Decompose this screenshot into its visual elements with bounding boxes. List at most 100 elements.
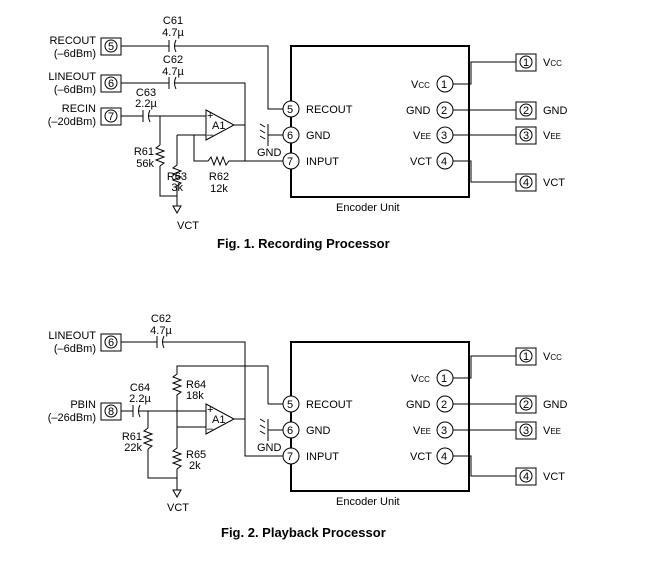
svg-text:4.7µ: 4.7µ	[150, 325, 172, 337]
fig1-encoder-unit-box	[290, 45, 470, 198]
svg-text:VCT: VCT	[543, 177, 565, 189]
fig2-wire-vcc	[453, 355, 516, 379]
svg-text:2.2µ: 2.2µ	[135, 98, 157, 110]
svg-text:INPUT: INPUT	[306, 451, 339, 463]
fig1-resistor-r61: R61 56k	[134, 116, 177, 197]
fig1-terminal-gnd: 2 GND	[515, 101, 568, 120]
fig1-capacitor-c63: C63 2.2µ	[121, 87, 206, 123]
svg-text:18k: 18k	[186, 390, 204, 402]
svg-text:(–6dBm): (–6dBm)	[54, 84, 96, 96]
svg-text:2k: 2k	[189, 460, 201, 472]
fig2-playback-processor: Encoder Unit 5 RECOUT 6 GND 7 INPUT 1 VC…	[48, 313, 568, 540]
fig1-caption: Fig. 1. Recording Processor	[217, 236, 390, 251]
fig1-encoder-pin-6: 6 GND	[282, 126, 331, 144]
svg-text:2: 2	[441, 105, 447, 117]
svg-text:2: 2	[441, 399, 447, 411]
fig1-vct-symbol: VCT	[172, 205, 199, 232]
svg-text:7: 7	[287, 451, 293, 463]
svg-text:RECOUT: RECOUT	[50, 35, 97, 47]
fig1-input-lineout: LINEOUT (–6dBm) 6	[48, 71, 122, 96]
svg-text:GND: GND	[257, 442, 282, 454]
fig2-gnd-symbol: GND	[257, 418, 283, 454]
svg-text:VCT: VCT	[410, 451, 432, 463]
fig1-input-recin: RECIN (–20dBm) 7	[48, 103, 122, 128]
fig1-pin-label-vcc: VCC	[411, 79, 430, 91]
svg-text:1: 1	[523, 57, 529, 69]
fig2-terminal-vcc: 1 VCC	[515, 347, 562, 366]
fig2-encoder-pin-2: 2 GND	[406, 395, 454, 413]
svg-text:5: 5	[287, 104, 293, 116]
fig2-encoder-pin-5: 5 RECOUT	[282, 395, 353, 413]
fig2-terminal-vct: 4 VCT	[515, 467, 565, 486]
fig1-encoder-pin-7: 7 INPUT	[282, 152, 339, 170]
svg-text:A1: A1	[212, 120, 225, 132]
svg-text:22k: 22k	[124, 442, 142, 454]
fig2-wire-vct	[453, 455, 516, 477]
fig1-encoder-pin-2: 2 GND	[406, 101, 454, 119]
svg-text:VEE: VEE	[413, 425, 431, 437]
svg-text:(–6dBm): (–6dBm)	[54, 343, 96, 355]
svg-text:VCC: VCC	[543, 57, 562, 69]
fig1-encoder-unit-title: Encoder Unit	[336, 202, 400, 214]
fig2-encoder-pin-7: 7 INPUT	[282, 447, 339, 465]
svg-text:GND: GND	[306, 425, 331, 437]
svg-text:LINEOUT: LINEOUT	[48, 71, 96, 83]
svg-text:8: 8	[108, 406, 114, 418]
svg-text:R62: R62	[209, 171, 229, 183]
fig2-input-lineout: LINEOUT (–6dBm) 6	[48, 330, 122, 355]
svg-text:6: 6	[287, 130, 293, 142]
fig1-resistor-r62: R62 12k	[202, 155, 283, 195]
svg-text:R61: R61	[134, 146, 154, 158]
svg-text:6: 6	[108, 337, 114, 349]
svg-text:6: 6	[287, 425, 293, 437]
fig1-pin-label-vee: VEE	[413, 130, 431, 142]
fig1-resistor-r63: R63 3k	[167, 134, 194, 206]
fig1-capacitor-c61: C61 4.7µ	[121, 15, 283, 110]
svg-text:4: 4	[523, 177, 529, 189]
fig1-pin-label-recout: RECOUT	[306, 104, 353, 116]
fig2-encoder-unit-title: Encoder Unit	[336, 496, 400, 508]
svg-text:7: 7	[287, 156, 293, 168]
svg-text:(–20dBm): (–20dBm)	[48, 116, 96, 128]
svg-text:VCC: VCC	[543, 351, 562, 363]
fig1-encoder-pin-4: 4 VCT	[410, 152, 454, 170]
fig2-encoder-pin-1: 1 VCC	[411, 369, 454, 387]
svg-text:(–26dBm): (–26dBm)	[48, 412, 96, 424]
fig1-opamp-a1: A1 + –	[193, 109, 245, 162]
svg-text:1: 1	[441, 373, 447, 385]
svg-text:2.2µ: 2.2µ	[129, 393, 151, 405]
svg-text:R65: R65	[186, 449, 206, 461]
fig2-capacitor-c62: C62 4.7µ	[121, 313, 283, 457]
svg-text:VCT: VCT	[543, 471, 565, 483]
svg-text:+: +	[207, 404, 213, 416]
fig1-pin-label-vct: VCT	[410, 156, 432, 168]
svg-text:VCT: VCT	[177, 220, 199, 232]
fig2-resistor-r64: R64 18k	[171, 365, 269, 428]
svg-text:4: 4	[441, 156, 447, 168]
svg-text:4.7µ: 4.7µ	[162, 27, 184, 39]
svg-text:4: 4	[441, 451, 447, 463]
fig2-caption: Fig. 2. Playback Processor	[221, 525, 386, 540]
fig1-recording-processor: Encoder Unit 5 RECOUT 6 GND 7 INPUT 1 VC…	[48, 15, 568, 251]
svg-text:2: 2	[523, 399, 529, 411]
svg-text:GND: GND	[406, 399, 431, 411]
svg-text:4: 4	[523, 471, 529, 483]
fig1-terminal-vee: 3 VEE	[515, 126, 561, 145]
svg-text:LINEOUT: LINEOUT	[48, 330, 96, 342]
svg-text:+: +	[207, 110, 213, 122]
fig2-opamp-a1: A1 + –	[205, 403, 283, 435]
svg-text:–: –	[207, 423, 214, 435]
fig2-capacitor-c64: C64 2.2µ	[121, 382, 206, 418]
fig1-input-recout: RECOUT (–6dBm) 5	[50, 35, 122, 60]
svg-text:5: 5	[287, 399, 293, 411]
fig1-wire-vcc	[453, 61, 516, 85]
svg-text:2: 2	[523, 105, 529, 117]
svg-text:GND: GND	[543, 105, 568, 117]
svg-text:3: 3	[441, 425, 447, 437]
svg-text:VCT: VCT	[167, 502, 189, 514]
svg-text:12k: 12k	[210, 183, 228, 195]
svg-text:RECOUT: RECOUT	[306, 399, 353, 411]
fig2-encoder-pin-4: 4 VCT	[410, 447, 454, 465]
fig2-input-pbin: PBIN (–26dBm) 8	[48, 399, 122, 424]
